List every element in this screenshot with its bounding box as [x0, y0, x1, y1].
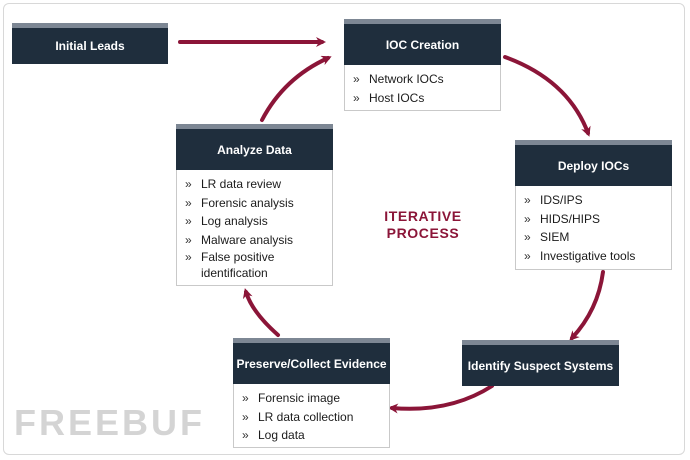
arrow-analyze-to-ioc	[260, 55, 332, 122]
node-identify-suspect: Identify Suspect Systems	[462, 340, 619, 386]
arrow-ioc-to-deploy	[503, 55, 591, 137]
list-item: Log analysis	[185, 212, 324, 231]
node-identify-suspect-title: Identify Suspect Systems	[462, 340, 619, 386]
list-item: LR data review	[185, 175, 324, 194]
watermark-text: FREEBUF	[14, 402, 205, 443]
list-item: HIDS/HIPS	[524, 210, 663, 229]
list-item: Forensic image	[242, 389, 381, 408]
node-ioc-creation-title: IOC Creation	[344, 19, 501, 65]
center-label-line2: PROCESS	[386, 225, 460, 241]
list-item: Malware analysis	[185, 231, 324, 250]
list-item: SIEM	[524, 228, 663, 247]
node-initial-leads: Initial Leads	[12, 23, 168, 64]
center-label-line1: ITERATIVE	[384, 208, 462, 224]
node-initial-leads-title: Initial Leads	[12, 23, 168, 64]
node-preserve-collect-title: Preserve/Collect Evidence	[233, 338, 390, 384]
node-analyze-data-title: Analyze Data	[176, 124, 333, 170]
node-preserve-collect: Preserve/Collect Evidence Forensic image…	[233, 338, 390, 448]
node-ioc-creation-list: Network IOCs Host IOCs	[344, 65, 501, 111]
node-deploy-iocs-title: Deploy IOCs	[515, 140, 672, 186]
list-item: LR data collection	[242, 408, 381, 427]
arrow-deploy-to-identify	[569, 270, 605, 341]
node-analyze-data-list: LR data review Forensic analysis Log ana…	[176, 170, 333, 286]
node-analyze-data: Analyze Data LR data review Forensic ana…	[176, 124, 333, 286]
arrow-identify-to-preserve	[388, 384, 494, 414]
node-preserve-collect-list: Forensic image LR data collection Log da…	[233, 384, 390, 448]
list-item: Investigative tools	[524, 247, 663, 266]
iterative-process-label: ITERATIVE PROCESS	[368, 208, 478, 242]
list-item: Forensic analysis	[185, 194, 324, 213]
node-deploy-iocs: Deploy IOCs IDS/IPS HIDS/HIPS SIEM Inves…	[515, 140, 672, 270]
list-item: Log data	[242, 426, 381, 445]
list-item: False positive identification	[185, 249, 324, 281]
list-item: Host IOCs	[353, 89, 492, 108]
list-item: IDS/IPS	[524, 191, 663, 210]
list-item: Network IOCs	[353, 70, 492, 89]
node-deploy-iocs-list: IDS/IPS HIDS/HIPS SIEM Investigative too…	[515, 186, 672, 270]
diagram-frame	[3, 3, 685, 455]
arrow-preserve-to-analyze	[242, 288, 280, 337]
node-ioc-creation: IOC Creation Network IOCs Host IOCs	[344, 19, 501, 111]
